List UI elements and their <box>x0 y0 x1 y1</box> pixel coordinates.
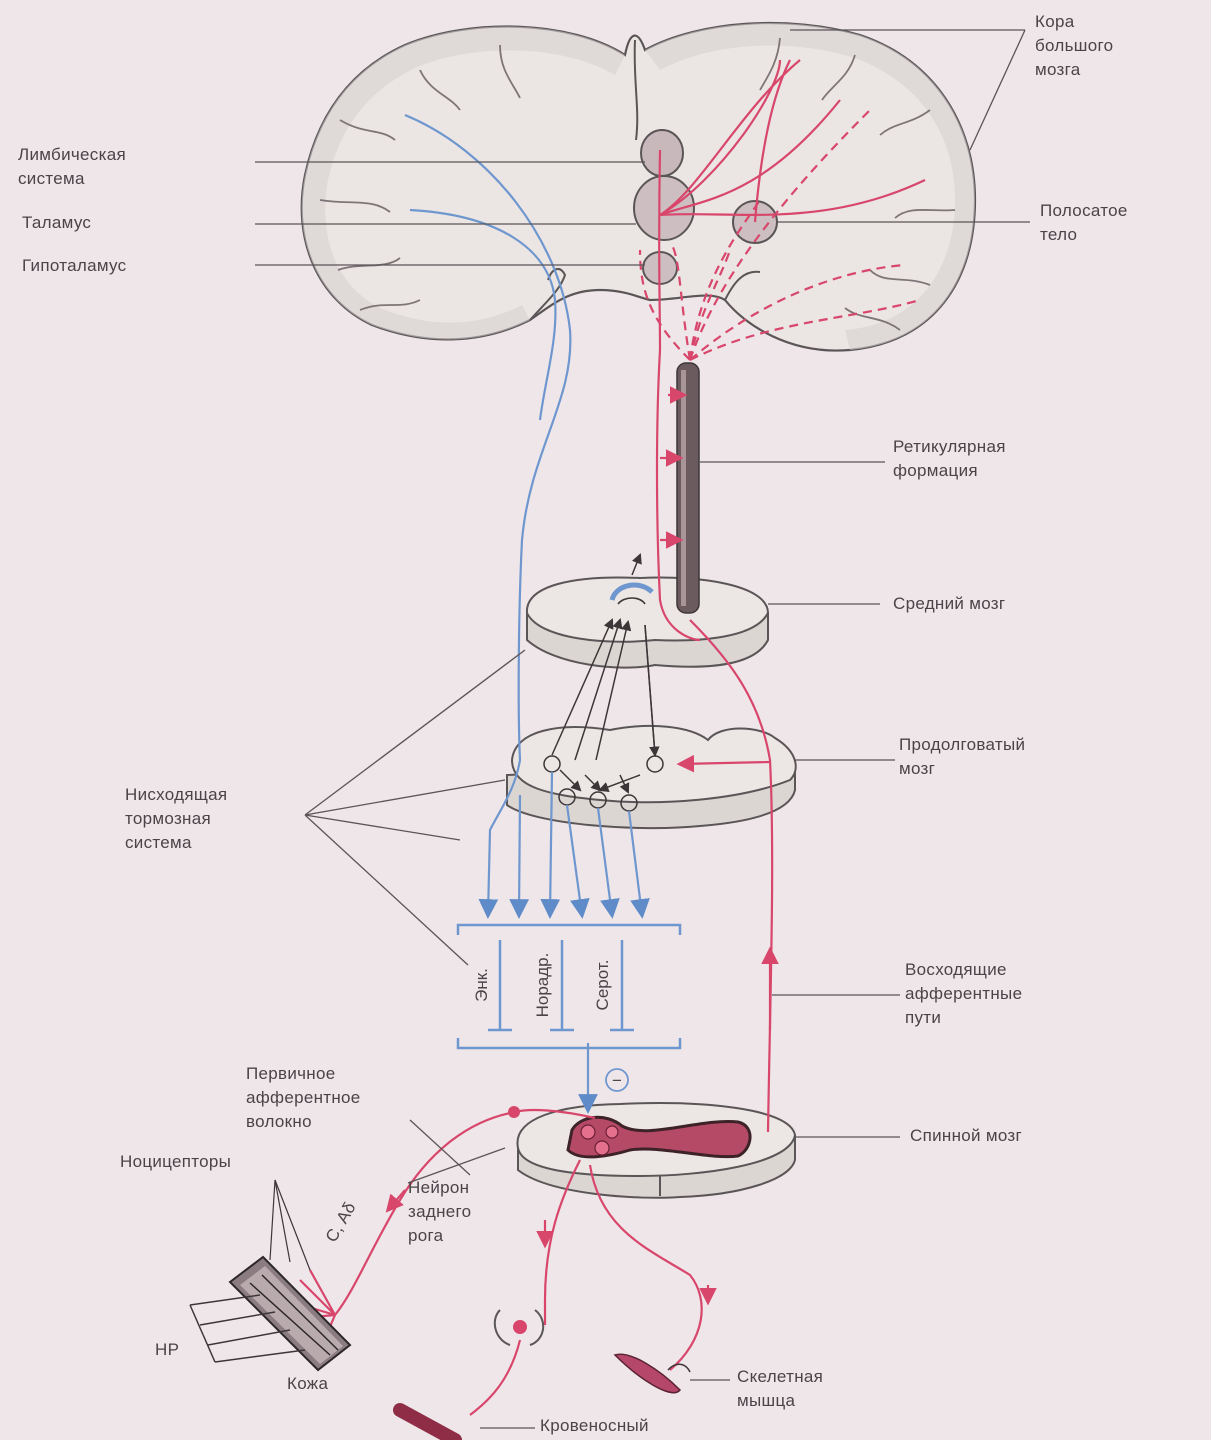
hypothalamus-label: Гипоталамус <box>22 254 126 278</box>
reticular-formation <box>677 363 699 613</box>
limbic-system-nucleus <box>641 130 683 176</box>
reticular-formation-label: Ретикулярная формация <box>893 435 1006 483</box>
dorsal-horn-neuron-label: Нейрон заднего рога <box>408 1176 471 1248</box>
spinal-cord-label: Спинной мозг <box>910 1124 1022 1148</box>
cortex-label: Кора большого мозга <box>1035 10 1113 82</box>
spinal-cord-slice <box>517 1103 795 1198</box>
transmitter-synapse-schematic <box>458 925 680 1048</box>
nociceptors-label: Ноцицепторы <box>120 1150 231 1174</box>
brain-coronal-section <box>302 23 975 351</box>
limbic-system-label: Лимбическая система <box>18 143 126 191</box>
descending-system-label: Нисходящая тормозная система <box>125 783 227 855</box>
ascending-pathways-label: Восходящие афферентные пути <box>905 958 1022 1030</box>
medulla-slice <box>507 726 796 828</box>
enkephalin-label: Энк. <box>472 968 491 1002</box>
primary-afferent-soma <box>508 1106 520 1118</box>
skin-label: Кожа <box>287 1372 328 1396</box>
blood-vessel <box>400 1410 455 1440</box>
medulla-label: Продолговатый мозг <box>899 733 1025 781</box>
skeletal-muscle <box>615 1354 680 1392</box>
sympathetic-ganglion <box>495 1310 543 1345</box>
inhibition-minus: − <box>612 1071 622 1090</box>
skeletal-muscle-label: Скелетная мышца <box>737 1365 823 1413</box>
serotonin-label: Серот. <box>593 960 612 1011</box>
nociceptor-pointer-lines <box>270 1180 310 1270</box>
hp-label: HP <box>155 1338 179 1362</box>
midbrain-label: Средний мозг <box>893 592 1005 616</box>
thalamus-label: Таламус <box>22 211 91 235</box>
primary-afferent-label: Первичное афферентное волокно <box>246 1062 361 1134</box>
noradrenaline-label: Норадр. <box>533 953 552 1018</box>
striatum-label: Полосатое тело <box>1040 199 1128 247</box>
blood-vessel-label: Кровеносный <box>540 1414 649 1438</box>
